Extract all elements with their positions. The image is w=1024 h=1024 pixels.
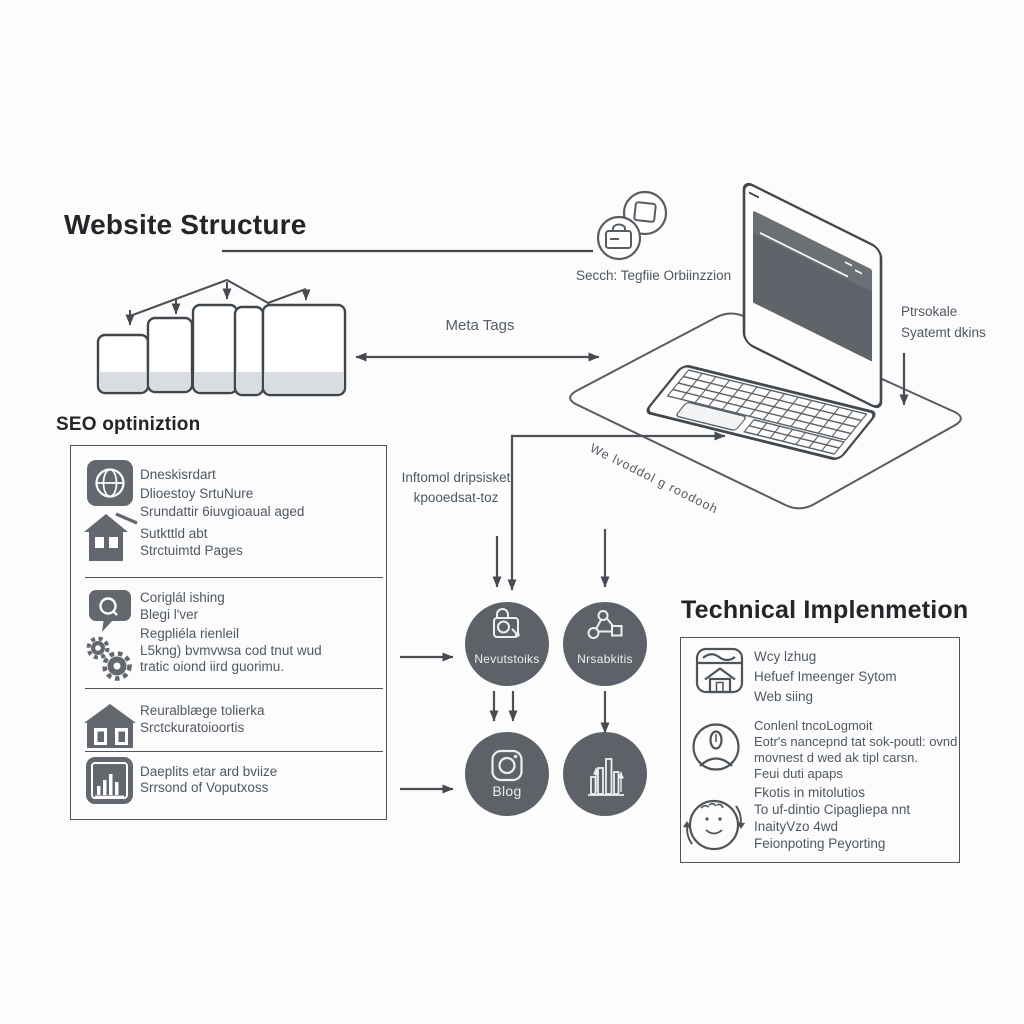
tech-item-line: Fkotis in mitolutios xyxy=(754,785,866,800)
seo-item-line: Dlioestoy SrtuNure xyxy=(140,485,254,501)
tech-item-line: movnest d wed ak tipl carsn. xyxy=(754,750,919,765)
seo-panel-divider xyxy=(85,688,383,689)
page-title: Website Structure xyxy=(64,209,307,240)
seo-item-line: Srundattir 6iuvgioaual aged xyxy=(140,504,305,519)
internal-links-line: Inftomol dripsisket xyxy=(401,470,511,485)
tech-item-line: Eotr's nancepnd tat sok-poutl: ovnd xyxy=(754,734,958,749)
seo-item-line: Sutkttld abt xyxy=(140,526,208,541)
seo-item-line: Daeplits etar ard bviize xyxy=(140,764,278,779)
seo-item-text: Reuralblæge tolierka Srctckuratoioortis xyxy=(140,702,265,736)
seo-panel-box xyxy=(70,445,387,820)
seo-item-line: Blegi l'ver xyxy=(140,607,199,622)
seo-item-line: Srctckuratoioortis xyxy=(140,720,245,735)
technical-panel-title: Technical Implenmetion xyxy=(681,596,969,624)
tech-item-line: Hefuef Imeenger Sytom xyxy=(754,669,897,684)
tech-item-line: InaityVzo 4wd xyxy=(754,819,839,834)
blog-node-label: Blog xyxy=(492,783,522,799)
network-node-label: Nrsabkitis xyxy=(577,652,633,666)
seo-item-text: Daeplits etar ard bviize Srrsond of Vopu… xyxy=(140,764,277,795)
tech-item-text: Fkotis in mitolutios To uf-dintio Cipagl… xyxy=(754,784,910,852)
tech-item-line: Feui duti apaps xyxy=(754,766,843,781)
tech-item-line: Conlenl tncoLogmoit xyxy=(754,718,873,733)
seo-item-line: Regpliéla rienleil xyxy=(140,626,240,641)
newsletter-node-label: Nevutstoiks xyxy=(474,652,540,666)
seo-item-line: Srrsond of Voputxoss xyxy=(140,779,269,795)
tech-item-text: Conlenl tncoLogmoit Eotr's nancepnd tat … xyxy=(754,718,957,782)
seo-item-line: Coriglál ishing xyxy=(140,590,225,605)
seo-item-line: Dneskisrdart xyxy=(140,467,216,482)
seo-item-text: Dneskisrdart Dlioestoy SrtuNure Srundatt… xyxy=(140,466,304,522)
personale-label: Ptrsokale Syatemt dkins xyxy=(901,301,986,343)
technical-panel-box xyxy=(680,637,960,863)
personale-line: Ptrsokale xyxy=(901,304,958,319)
search-engine-caption: Secch: Tegfiie Orbiinzzion xyxy=(576,268,732,283)
tech-item-line: To uf-dintio Cipagliepa nnt xyxy=(754,802,911,817)
seo-panel-title: SEO optiniztion xyxy=(56,414,201,435)
tech-item-text: Wcy lzhug Hefuef Imeenger Sytom Web siin… xyxy=(754,647,897,707)
seo-item-line: L5kng) bvmvwsa cod tnut wud xyxy=(140,642,322,658)
internal-links-label: Inftomol dripsisket kpooedsat-toz xyxy=(395,468,517,508)
personale-line: Syatemt dkins xyxy=(901,325,986,340)
seo-item-line: tratic oiond iird guorimu. xyxy=(140,659,285,674)
seo-item-line: Reuralblæge tolierka xyxy=(140,703,265,718)
seo-panel-divider xyxy=(85,751,383,752)
seo-item-text: Coriglál ishing Blegi l'ver xyxy=(140,589,225,623)
tech-item-line: Feionpoting Peyorting xyxy=(754,836,886,851)
seo-item-text: Sutkttld abt Strctuimtd Pages xyxy=(140,526,243,559)
seo-item-line: Strctuimtd Pages xyxy=(140,542,243,558)
tech-item-line: Web siing xyxy=(754,689,814,704)
mat-rotated-label: We lvoddol g roodooh xyxy=(587,441,721,517)
seo-item-text: Regpliéla rienleil L5kng) bvmvwsa cod tn… xyxy=(140,626,322,676)
seo-panel-divider xyxy=(85,577,383,578)
internal-links-line: kpooedsat-toz xyxy=(413,490,499,505)
tech-item-line: Wcy lzhug xyxy=(754,649,817,664)
meta-tags-label: Meta Tags xyxy=(445,317,515,334)
